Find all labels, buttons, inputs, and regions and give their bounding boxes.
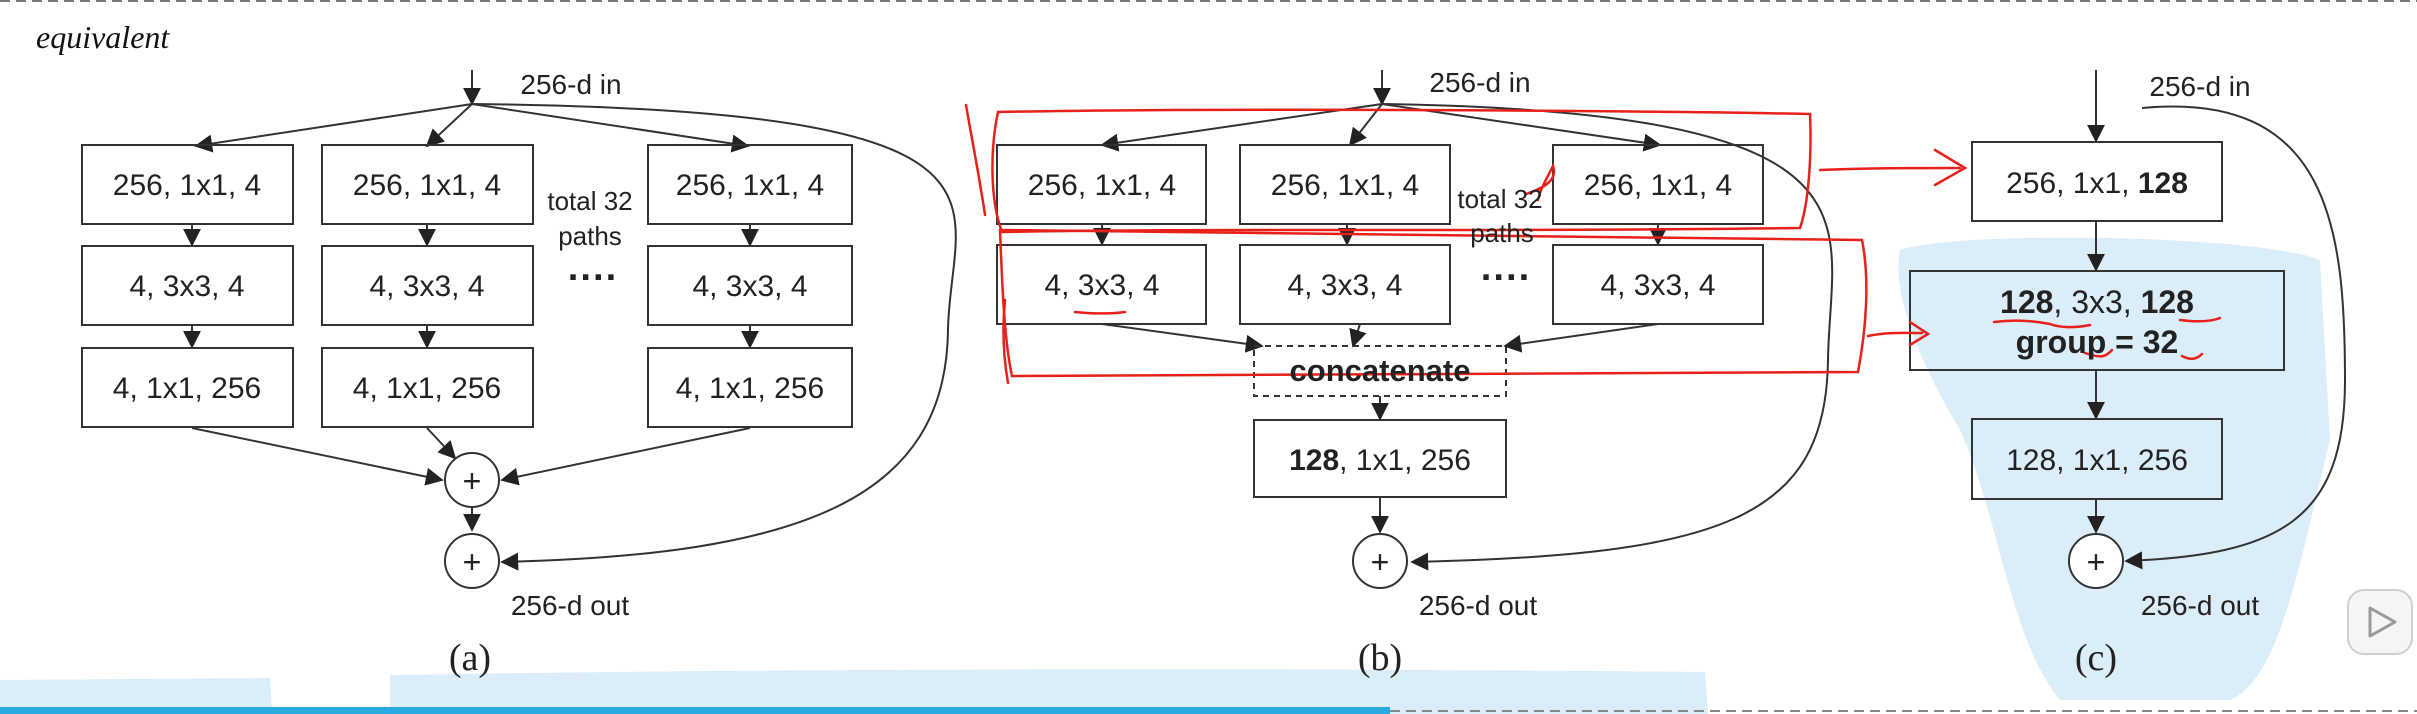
box-a-label: 4, 3x3, 4 (369, 270, 484, 303)
box-a-r1c1 (81, 144, 294, 225)
box-a-r2c2 (321, 245, 534, 326)
box-b-label: 256, 1x1, 4 (1028, 169, 1176, 202)
box-b-r2c3 (1552, 244, 1764, 325)
concat-label: concatenate (1290, 353, 1471, 388)
final-label-b: 128, 1x1, 256 (1289, 444, 1471, 477)
input-label-c: 256-d in (2149, 71, 2250, 102)
highlight-wash-bottom (0, 669, 1708, 714)
sum-node-a2 (444, 533, 500, 589)
plus-a2: + (463, 544, 482, 580)
sum-node-c (2068, 533, 2124, 589)
box-a-r2c3 (647, 245, 853, 326)
progress-bar (0, 707, 1390, 714)
box-b-r2c2 (1239, 244, 1451, 325)
box-b-label: 4, 3x3, 4 (1287, 269, 1402, 302)
box-b-r2c1 (996, 244, 1207, 325)
caption-a: (a) (449, 637, 491, 679)
box-a-label: 4, 3x3, 4 (129, 270, 244, 303)
box-b-r1c2 (1239, 144, 1451, 225)
plus-a1: + (463, 463, 482, 499)
box-a-label: 256, 1x1, 4 (113, 169, 261, 202)
box-b-final (1253, 419, 1507, 498)
paths-note-b: paths (1470, 218, 1534, 248)
output-label-a: 256-d out (511, 590, 630, 621)
box-a-r2c1 (81, 245, 294, 326)
paths-note-a: paths (558, 221, 622, 251)
box-a-r3c2 (321, 347, 534, 428)
output-label-b: 256-d out (1419, 590, 1538, 621)
box-a-label: 256, 1x1, 4 (676, 169, 824, 202)
paths-note-b: total 32 (1457, 184, 1542, 214)
caption-b: (b) (1358, 637, 1402, 679)
heading: equivalent (36, 19, 170, 55)
input-label-b: 256-d in (1429, 67, 1530, 98)
box-a-label: 4, 1x1, 256 (353, 372, 501, 405)
dots-a: ···· (568, 257, 619, 299)
caption-c: (c) (2075, 637, 2117, 679)
box-b-label: 256, 1x1, 4 (1584, 169, 1732, 202)
box-c3 (1971, 418, 2223, 500)
red-annotations (964, 103, 2222, 385)
box-b-r1c3 (1552, 144, 1764, 225)
box-c2-line1: 128, 3x3, 128 (2000, 284, 2194, 320)
panel-b (996, 70, 1834, 589)
box-c1 (1971, 141, 2223, 222)
concat-box (1253, 345, 1507, 397)
box-b-label: 4, 3x3, 4 (1600, 269, 1715, 302)
box-c1-label: 256, 1x1, 128 (2006, 167, 2188, 200)
box-a-r3c3 (647, 347, 853, 428)
box-b-label: 256, 1x1, 4 (1271, 169, 1419, 202)
panel-c (1909, 70, 2347, 589)
box-a-r3c1 (81, 347, 294, 428)
input-label-a: 256-d in (520, 69, 621, 100)
box-a-label: 4, 3x3, 4 (692, 270, 807, 303)
box-a-label: 4, 1x1, 256 (676, 372, 824, 405)
box-c3-label: 128, 1x1, 256 (2006, 444, 2188, 477)
box-b-r1c1 (996, 144, 1207, 225)
box-c2 (1909, 270, 2285, 371)
output-label-c: 256-d out (2141, 590, 2260, 621)
sum-node-a1 (444, 452, 500, 508)
plus-b: + (1371, 544, 1390, 580)
box-a-label: 4, 1x1, 256 (113, 372, 261, 405)
dots-b: ···· (1481, 257, 1532, 299)
panel-a (81, 70, 957, 589)
highlight-wash-c (1898, 237, 2330, 700)
box-a-r1c2 (321, 144, 534, 225)
paths-note-a: total 32 (547, 186, 632, 216)
play-button[interactable] (2347, 589, 2413, 655)
plus-c: + (2087, 544, 2106, 580)
box-b-label: 4, 3x3, 4 (1044, 269, 1159, 302)
box-a-r1c3 (647, 144, 853, 225)
box-c2-line2: group = 32 (2016, 324, 2179, 360)
box-a-label: 256, 1x1, 4 (353, 169, 501, 202)
play-icon (2368, 606, 2397, 638)
sum-node-b (1352, 533, 1408, 589)
